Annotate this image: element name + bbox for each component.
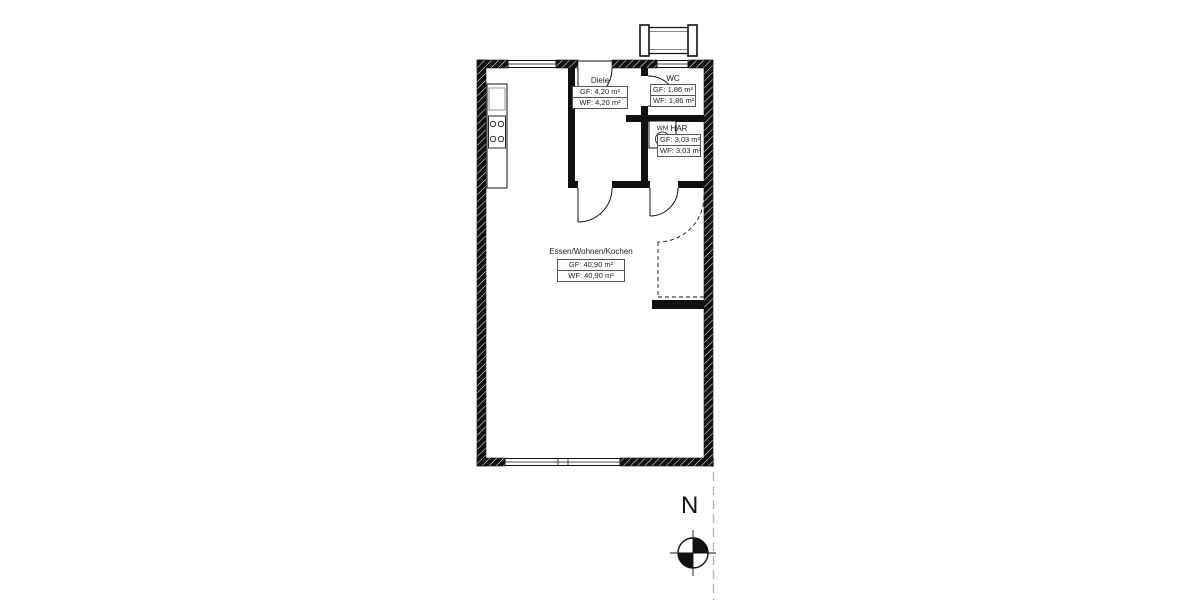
room-gf-area: GF: 1,86 m² xyxy=(650,84,696,96)
room-label-diele: Diele GF: 4,20 m² WF: 4,20 m² xyxy=(572,76,628,110)
dashed-overhead-outline xyxy=(657,195,705,298)
room-wf-area: WF: 4,20 m² xyxy=(572,97,628,110)
washing-machine-label: WM xyxy=(657,125,669,132)
exterior-lightwell xyxy=(639,24,698,57)
window-wc xyxy=(656,60,689,68)
room-gf-area: GF: 4,20 m² xyxy=(572,86,628,98)
stove-icon xyxy=(488,115,506,149)
room-label-har: HAR GF: 3,03 m² WF: 3,03 m² xyxy=(657,124,701,158)
interior-walls xyxy=(568,68,704,309)
room-name: HAR xyxy=(670,124,688,133)
kitchen-sink xyxy=(488,87,506,111)
room-gf-area: GF: 40,90 m² xyxy=(557,259,625,271)
compass-icon xyxy=(670,530,716,576)
north-label: N xyxy=(681,492,699,519)
window-bottom xyxy=(504,458,621,466)
door-diele-living xyxy=(577,187,613,223)
room-wf-area: WF: 1,86 m² xyxy=(650,95,696,108)
room-gf-area: GF: 3,03 m² xyxy=(657,134,701,146)
room-label-living: Essen/Wohnen/Kochen GF: 40,90 m² WF: 40,… xyxy=(541,247,641,283)
room-name: Diele xyxy=(590,76,610,85)
room-label-wc: WC GF: 1,86 m² WF: 1,86 m² xyxy=(650,74,696,108)
room-wf-area: WF: 3,03 m² xyxy=(657,145,701,158)
room-wf-area: WF: 40,90 m² xyxy=(557,270,625,283)
window-top-left xyxy=(507,60,557,68)
exterior-walls xyxy=(476,59,714,467)
room-name: WC xyxy=(666,74,680,83)
door-har xyxy=(649,187,679,217)
kitchen-counter xyxy=(486,83,508,189)
room-name: Essen/Wohnen/Kochen xyxy=(549,247,633,256)
